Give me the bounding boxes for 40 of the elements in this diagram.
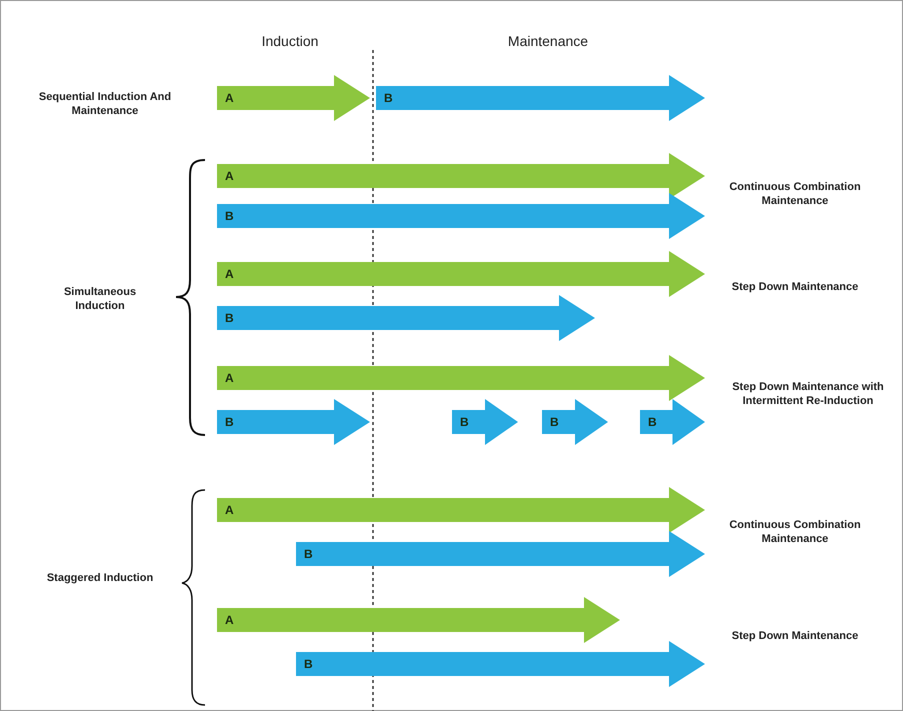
outcome-label: Continuous Combination Maintenance <box>728 518 862 546</box>
arrow-label: A <box>225 503 234 517</box>
arrow-bar <box>452 399 518 445</box>
row-label: Sequential Induction And Maintenance <box>38 90 172 118</box>
arrow-bar <box>542 399 608 445</box>
arrow-label: A <box>225 169 234 183</box>
arrow-label: A <box>225 91 234 105</box>
outcome-label: Continuous Combination Maintenance <box>728 180 862 208</box>
arrow-bar <box>217 487 705 533</box>
arrow-label: B <box>648 415 657 429</box>
arrow-label: B <box>225 415 234 429</box>
group-label: Staggered Induction <box>46 571 154 585</box>
arrow-bar <box>217 355 705 401</box>
arrow-bar <box>217 597 620 643</box>
arrow-bar <box>217 251 705 297</box>
arrow-bar <box>296 531 705 577</box>
arrow-label: B <box>384 91 393 105</box>
column-heading: Induction <box>260 34 320 48</box>
arrow-label: B <box>460 415 469 429</box>
outcome-label: Step Down Maintenance <box>730 280 860 294</box>
column-heading: Maintenance <box>506 34 590 48</box>
arrow-label: B <box>304 657 313 671</box>
arrow-bar <box>217 193 705 239</box>
arrow-label: B <box>225 209 234 223</box>
arrow-label: B <box>225 311 234 325</box>
group-label: Simultaneous Induction <box>62 285 138 313</box>
arrow-label: B <box>304 547 313 561</box>
arrow-bar <box>217 295 595 341</box>
arrow-label: B <box>550 415 559 429</box>
outcome-label: Step Down Maintenance with Intermittent Re-Induction <box>731 380 885 408</box>
arrow-label: A <box>225 371 234 385</box>
outcome-label: Step Down Maintenance <box>730 629 860 643</box>
arrow-bar <box>296 641 705 687</box>
arrow-bar <box>217 399 370 445</box>
arrow-bar <box>217 153 705 199</box>
arrow-bar <box>217 75 370 121</box>
arrow-label: A <box>225 613 234 627</box>
arrow-label: A <box>225 267 234 281</box>
arrow-bar <box>376 75 705 121</box>
arrow-bar <box>640 399 705 445</box>
